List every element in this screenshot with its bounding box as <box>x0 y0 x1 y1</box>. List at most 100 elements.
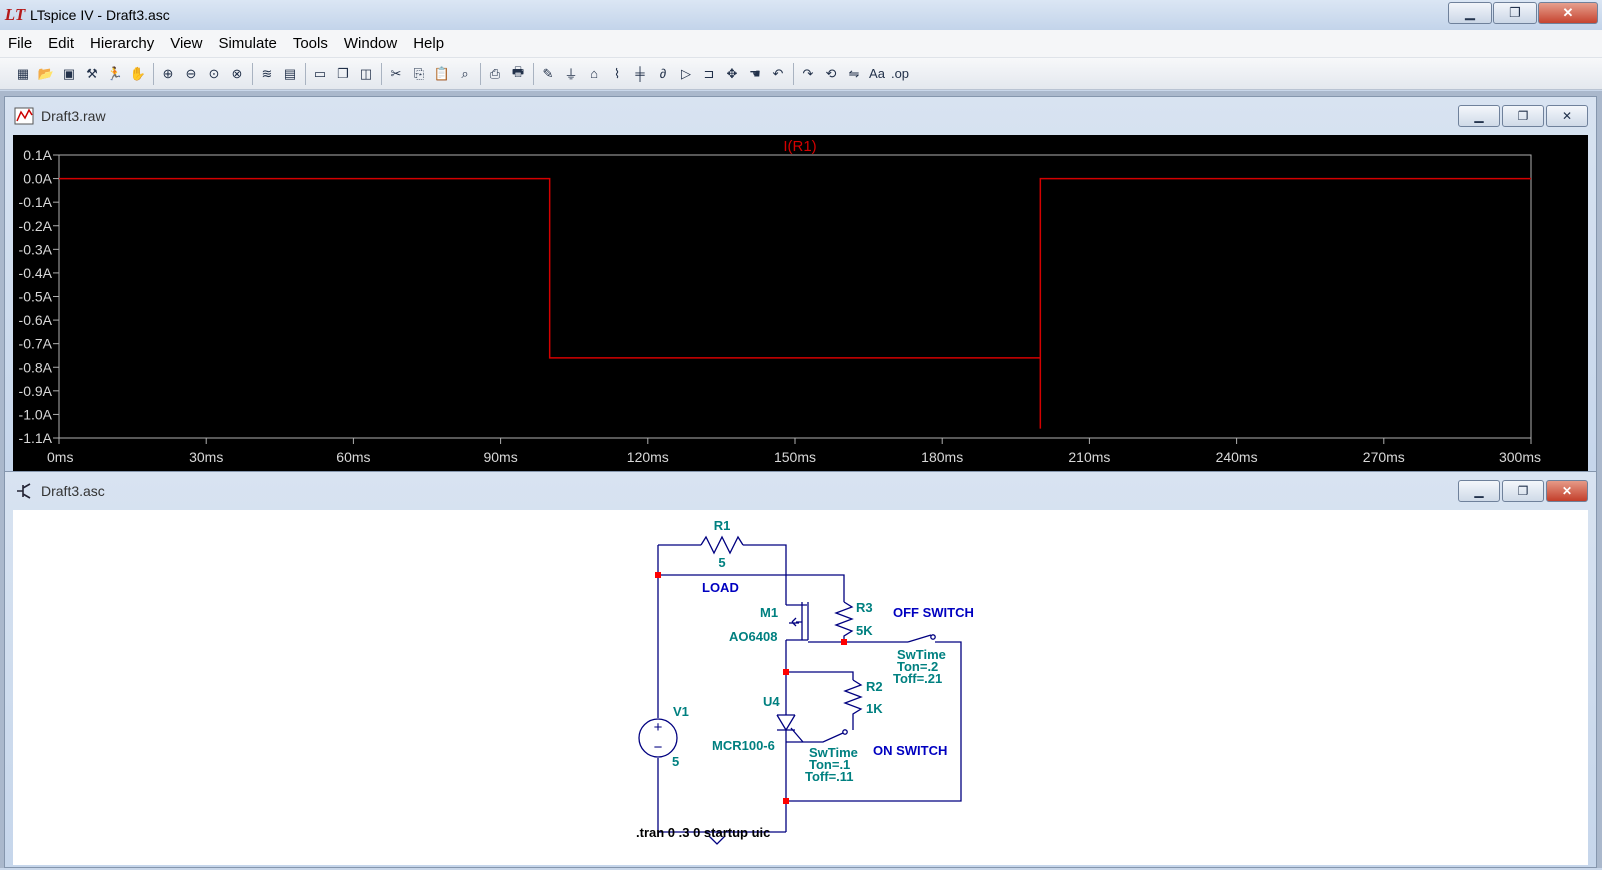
waveform-minimize-button[interactable]: ▁ <box>1458 105 1500 127</box>
inductor-icon[interactable]: ∂ <box>659 66 667 81</box>
wire-load[interactable] <box>658 574 845 602</box>
schematic-window-titlebar[interactable]: Draft3.asc ▁ ❐ ✕ <box>5 472 1596 510</box>
schematic-canvas[interactable]: + − R1 5 LOAD M1 AO6408 <box>13 510 1588 865</box>
wire-top-right[interactable] <box>743 544 787 575</box>
on-switch-label[interactable]: ON SWITCH <box>873 743 947 758</box>
zoom-fit-icon[interactable]: ⊙ <box>208 65 220 81</box>
on-switch-ton[interactable]: Ton=.1 <box>809 757 850 772</box>
diode-icon[interactable]: ▷ <box>681 65 691 81</box>
v1-source-symbol[interactable] <box>638 718 678 758</box>
waveform-maximize-button[interactable]: ❐ <box>1502 105 1544 127</box>
menu-tools[interactable]: Tools <box>292 35 328 52</box>
schematic-minimize-button[interactable]: ▁ <box>1458 480 1500 502</box>
on-switch-symbol[interactable] <box>786 732 844 743</box>
m1-mosfet-symbol[interactable] <box>785 575 809 672</box>
drag-icon[interactable]: ☚ <box>749 65 761 81</box>
print-icon[interactable]: ⎙ <box>489 65 501 81</box>
menu-file[interactable]: File <box>8 35 33 52</box>
redo-icon[interactable]: ↷ <box>802 65 814 81</box>
new-schematic-icon[interactable]: ▦ <box>16 65 30 81</box>
schematic-close-button[interactable]: ✕ <box>1546 480 1588 502</box>
off-switch-toff[interactable]: Toff=.21 <box>893 671 942 686</box>
off-switch-symbol[interactable] <box>907 634 932 643</box>
copy-icon[interactable]: ⎘ <box>413 65 425 81</box>
waveform-close-button[interactable]: ✕ <box>1546 105 1588 127</box>
r1-name[interactable]: R1 <box>714 518 731 533</box>
paste-icon[interactable]: 📋 <box>433 65 451 81</box>
menu-window[interactable]: Window <box>343 35 398 52</box>
schematic-window[interactable]: Draft3.asc ▁ ❐ ✕ <box>4 471 1597 868</box>
load-label[interactable]: LOAD <box>702 580 739 595</box>
maximize-button[interactable]: ❐ <box>1493 2 1537 24</box>
cut-icon[interactable]: ✂ <box>390 65 402 81</box>
schematic-maximize-button[interactable]: ❐ <box>1502 480 1544 502</box>
r1-value[interactable]: 5 <box>718 555 725 570</box>
spice-directive-icon[interactable]: .op <box>890 66 910 81</box>
schematic-svg[interactable]: + − R1 5 LOAD M1 AO6408 <box>13 510 1588 865</box>
wire-mid[interactable] <box>786 671 854 680</box>
on-switch-toff[interactable]: Toff=.11 <box>805 769 854 784</box>
v1-value[interactable]: 5 <box>672 754 679 769</box>
r3-value[interactable]: 5K <box>856 623 873 638</box>
text-icon[interactable]: Aa <box>869 66 885 81</box>
off-switch-model[interactable]: SwTime <box>897 647 946 662</box>
rotate-icon[interactable]: ⟲ <box>825 65 837 81</box>
save-icon[interactable]: ▣ <box>62 65 76 81</box>
control-panel-icon[interactable]: ⚒ <box>86 65 98 81</box>
m1-name[interactable]: M1 <box>760 605 778 620</box>
menu-view[interactable]: View <box>170 35 203 52</box>
r3-resistor-symbol[interactable] <box>834 601 854 642</box>
find-icon[interactable]: ⌕ <box>461 65 469 81</box>
zoom-cancel-icon[interactable]: ⊗ <box>231 65 243 81</box>
waveform-window-titlebar[interactable]: Draft3.raw ▁ ❐ ✕ <box>5 97 1596 135</box>
off-switch-ton[interactable]: Ton=.2 <box>897 659 938 674</box>
menu-simulate[interactable]: Simulate <box>218 35 277 52</box>
trace-label[interactable]: I(R1) <box>783 138 816 155</box>
spice-directive[interactable]: .tran 0 .3 0 startup uic <box>636 825 770 840</box>
tile-vertical-icon[interactable]: ◫ <box>359 65 373 81</box>
zoom-out-icon[interactable]: ⊖ <box>185 65 197 81</box>
m1-model[interactable]: AO6408 <box>729 629 777 644</box>
directive-ground-mark[interactable] <box>708 835 726 845</box>
resistor-icon[interactable]: ⌇ <box>613 65 621 81</box>
on-switch-model[interactable]: SwTime <box>809 745 858 760</box>
wire-off-switch-right[interactable] <box>786 641 962 802</box>
r2-name[interactable]: R2 <box>866 679 883 694</box>
move-icon[interactable]: ✥ <box>726 65 738 81</box>
off-switch-label[interactable]: OFF SWITCH <box>893 605 974 620</box>
u4-model[interactable]: MCR100-6 <box>712 738 775 753</box>
menu-hierarchy[interactable]: Hierarchy <box>90 35 155 52</box>
label-icon[interactable]: ⌂ <box>590 66 598 81</box>
halt-icon[interactable]: ✋ <box>129 65 147 81</box>
r3-name[interactable]: R3 <box>856 600 873 615</box>
series-line-i-r1[interactable] <box>59 177 1531 429</box>
component-icon[interactable]: ⊐ <box>703 65 715 81</box>
print-preview-icon[interactable]: 🖶 <box>511 63 525 79</box>
close-button[interactable]: ✕ <box>1538 2 1598 24</box>
mirror-icon[interactable]: ⇋ <box>848 65 860 81</box>
autorange-icon[interactable]: ≋ <box>261 65 273 81</box>
ground-icon[interactable]: ⏚ <box>564 67 578 82</box>
capacitor-icon[interactable]: ╪ <box>635 66 645 81</box>
wire-left-bottom[interactable] <box>657 758 786 833</box>
u4-scr-symbol[interactable] <box>776 672 804 801</box>
r2-value[interactable]: 1K <box>866 701 883 716</box>
open-icon[interactable]: 📂 <box>37 65 55 81</box>
r1-resistor-symbol[interactable] <box>700 535 744 555</box>
tile-horizontal-icon[interactable]: ▭ <box>313 65 327 81</box>
undo-icon[interactable]: ↶ <box>772 65 784 81</box>
zoom-in-icon[interactable]: ⊕ <box>162 65 174 81</box>
minimize-button[interactable]: ▁ <box>1448 2 1492 24</box>
menu-edit[interactable]: Edit <box>48 35 75 52</box>
v1-name[interactable]: V1 <box>673 704 689 719</box>
u4-name[interactable]: U4 <box>763 694 780 709</box>
menu-help[interactable]: Help <box>413 35 445 52</box>
cascade-icon[interactable]: ❐ <box>337 65 349 81</box>
r2-resistor-symbol[interactable] <box>843 679 863 730</box>
run-icon[interactable]: 🏃 <box>106 65 124 81</box>
wire-icon[interactable]: ✎ <box>542 65 554 81</box>
grid-icon[interactable]: ▤ <box>283 65 297 81</box>
waveform-chart-svg[interactable]: I(R1) 0.1A0.0A-0.1A-0.2A-0.3A-0.4A-0.5A-… <box>13 135 1588 471</box>
